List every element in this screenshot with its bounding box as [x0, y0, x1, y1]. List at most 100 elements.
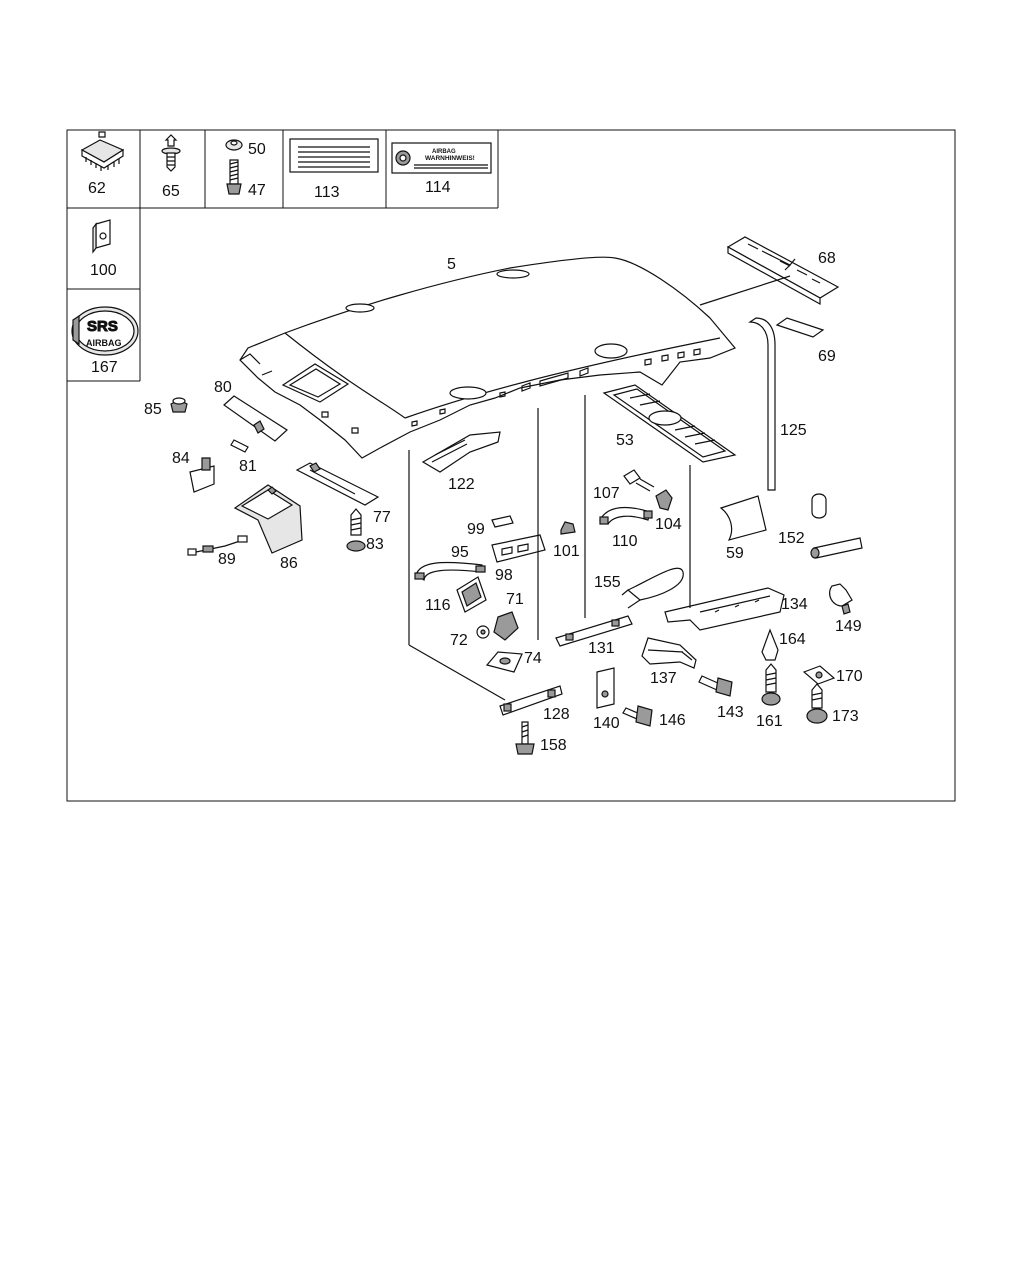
cable-tie-155	[621, 567, 684, 609]
screw-72	[476, 625, 490, 639]
diagram-frame	[66, 129, 956, 802]
label-74: 74	[524, 650, 542, 667]
assembly-lines	[408, 395, 691, 701]
wire-89	[187, 535, 248, 556]
label-68: 68	[818, 250, 836, 267]
bolt-146	[622, 705, 653, 727]
bulb-99	[491, 515, 514, 528]
label-84: 84	[172, 450, 190, 467]
label-116: 116	[425, 597, 451, 614]
clip-plate-140	[596, 667, 615, 709]
clip-71	[493, 611, 519, 641]
label-146: 146	[659, 712, 686, 729]
label-134: 134	[781, 596, 808, 613]
screw-161	[761, 663, 781, 706]
label-77: 77	[373, 509, 391, 526]
label-155: 155	[594, 574, 621, 591]
label-99: 99	[467, 521, 485, 538]
clip-101	[560, 521, 576, 535]
label-152: 152	[778, 530, 805, 547]
label-72: 72	[450, 632, 468, 649]
label-173: 173	[832, 708, 859, 725]
label-95: 95	[451, 544, 469, 561]
seal-125	[748, 317, 776, 491]
bracket-137	[641, 637, 697, 669]
sticker-113-icon	[289, 138, 379, 173]
label-104: 104	[655, 516, 682, 533]
label-110: 110	[612, 533, 638, 550]
label-114: 114	[425, 179, 451, 196]
bracket-134	[664, 587, 785, 631]
warning-sign-line-2: WARNHINWEIS!	[425, 155, 475, 162]
trim-strip-152	[810, 493, 863, 559]
label-98: 98	[495, 567, 513, 584]
label-85: 85	[144, 401, 162, 418]
label-128: 128	[543, 706, 570, 723]
hook-84	[189, 457, 215, 493]
handle-110	[599, 506, 653, 525]
label-71: 71	[506, 591, 524, 608]
box-113: 113	[289, 138, 379, 201]
label-131: 131	[588, 640, 615, 657]
label-101: 101	[553, 543, 580, 560]
clip-62-icon	[80, 131, 125, 171]
legend-grid	[67, 130, 499, 382]
screw-47-icon	[226, 159, 242, 195]
label-5: 5	[447, 256, 456, 273]
headliner-5	[239, 256, 736, 459]
label-167: 167	[91, 359, 118, 376]
screw-83	[346, 508, 366, 552]
console-86	[233, 484, 303, 554]
label-164: 164	[779, 631, 806, 648]
label-158: 158	[540, 737, 567, 754]
rivet-65-icon	[161, 134, 181, 172]
bracket-74	[485, 651, 523, 673]
nut-50-icon	[225, 139, 243, 151]
label-113: 113	[314, 184, 340, 201]
panel-53	[602, 384, 737, 463]
box-65: 65	[161, 134, 181, 200]
label-107: 107	[593, 485, 620, 502]
box-62: 62	[80, 131, 125, 197]
clip-85	[170, 397, 188, 413]
rail-128	[499, 685, 563, 716]
label-62: 62	[88, 180, 106, 197]
label-86: 86	[280, 555, 298, 572]
label-140: 140	[593, 715, 620, 732]
box-114: AIRBAG WARNHINWEIS! 114	[391, 142, 492, 196]
clip-104	[655, 489, 673, 511]
label-161: 161	[756, 713, 783, 730]
label-100: 100	[90, 262, 117, 279]
airbag-warning-sign-icon: AIRBAG WARNHINWEIS!	[391, 142, 492, 174]
clip-149	[829, 583, 853, 615]
label-137: 137	[650, 670, 677, 687]
box-167: SRS AIRBAG 167	[71, 306, 139, 376]
label-170: 170	[836, 668, 863, 685]
label-125: 125	[780, 422, 807, 439]
screw-173	[806, 683, 828, 724]
box-50-47: 50 47	[225, 139, 266, 199]
label-149: 149	[835, 618, 862, 635]
label-53: 53	[616, 432, 634, 449]
badge-srs-text: SRS	[87, 318, 118, 335]
label-69: 69	[818, 348, 836, 365]
label-89: 89	[218, 551, 236, 568]
bracket-68	[726, 236, 840, 306]
label-83: 83	[366, 536, 384, 553]
label-143: 143	[717, 704, 744, 721]
badge-airbag-text: AIRBAG	[86, 338, 122, 348]
clip-164	[761, 628, 779, 661]
leader-68	[699, 275, 791, 306]
clip-nut-100-icon	[92, 219, 111, 254]
sun-visor-80	[223, 395, 288, 442]
rail-131	[555, 615, 633, 647]
screw-107	[623, 469, 655, 492]
handle-95	[414, 561, 486, 582]
label-81: 81	[239, 458, 257, 475]
bolt-143	[698, 675, 733, 697]
label-80: 80	[214, 379, 232, 396]
frame-116	[456, 576, 487, 613]
strip-69	[775, 317, 825, 338]
label-59: 59	[726, 545, 744, 562]
box-100: 100	[90, 219, 117, 279]
